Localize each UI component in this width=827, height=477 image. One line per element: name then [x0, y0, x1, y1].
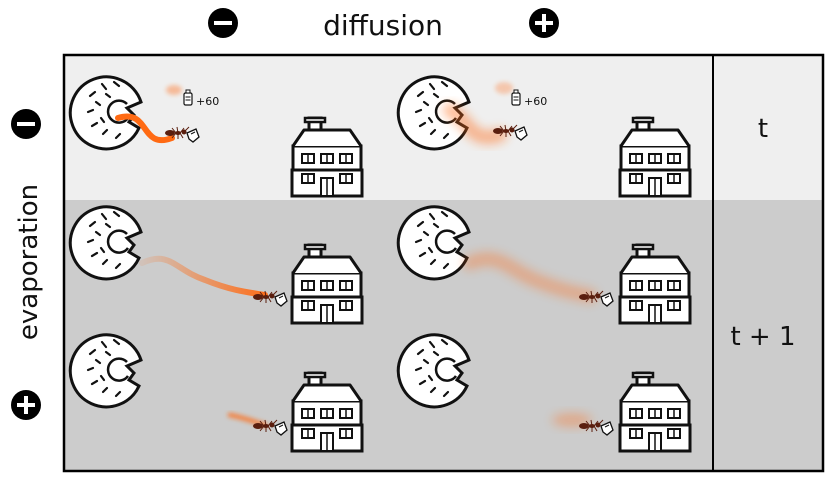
cell-high-diffusion-t: +60 [396, 75, 692, 198]
diffusion-minus-icon [208, 8, 238, 38]
donut-icon [68, 205, 143, 281]
donut-icon [68, 333, 143, 409]
cell-low-diffusion-t: +60 [68, 75, 364, 198]
diffusion-label: diffusion [323, 9, 443, 42]
grid-border [62, 53, 825, 473]
cell-low-diffusion-low-evaporation-t1 [68, 205, 364, 325]
pheromone-trail [115, 113, 175, 144]
donut-icon [68, 75, 143, 151]
time-label-t: t [758, 114, 768, 144]
house-icon [618, 243, 692, 325]
cell-high-diffusion-low-evaporation-t1 [396, 205, 692, 325]
house-icon [618, 116, 692, 198]
cell-high-diffusion-high-evaporation-t1 [396, 333, 692, 453]
house-icon [290, 116, 364, 198]
house-icon [290, 371, 364, 453]
house-icon [618, 371, 692, 453]
spray-amount: +60 [524, 95, 547, 108]
pheromone-trail [443, 103, 507, 145]
time-label-t-plus-1: t + 1 [730, 322, 795, 352]
spray-mist [495, 82, 513, 94]
evaporation-plus-icon [11, 390, 41, 420]
diffusion-plus-icon [529, 8, 559, 38]
spray-mist [166, 85, 182, 95]
donut-icon [396, 205, 471, 281]
evaporation-minus-icon [11, 109, 41, 139]
pheromone-trail [139, 255, 268, 298]
house-icon [290, 243, 364, 325]
pheromone-trail [463, 252, 597, 303]
evaporation-label: evaporation [14, 184, 44, 340]
cell-low-diffusion-high-evaporation-t1 [68, 333, 364, 453]
donut-icon [396, 333, 471, 409]
spray-amount: +60 [196, 95, 219, 108]
